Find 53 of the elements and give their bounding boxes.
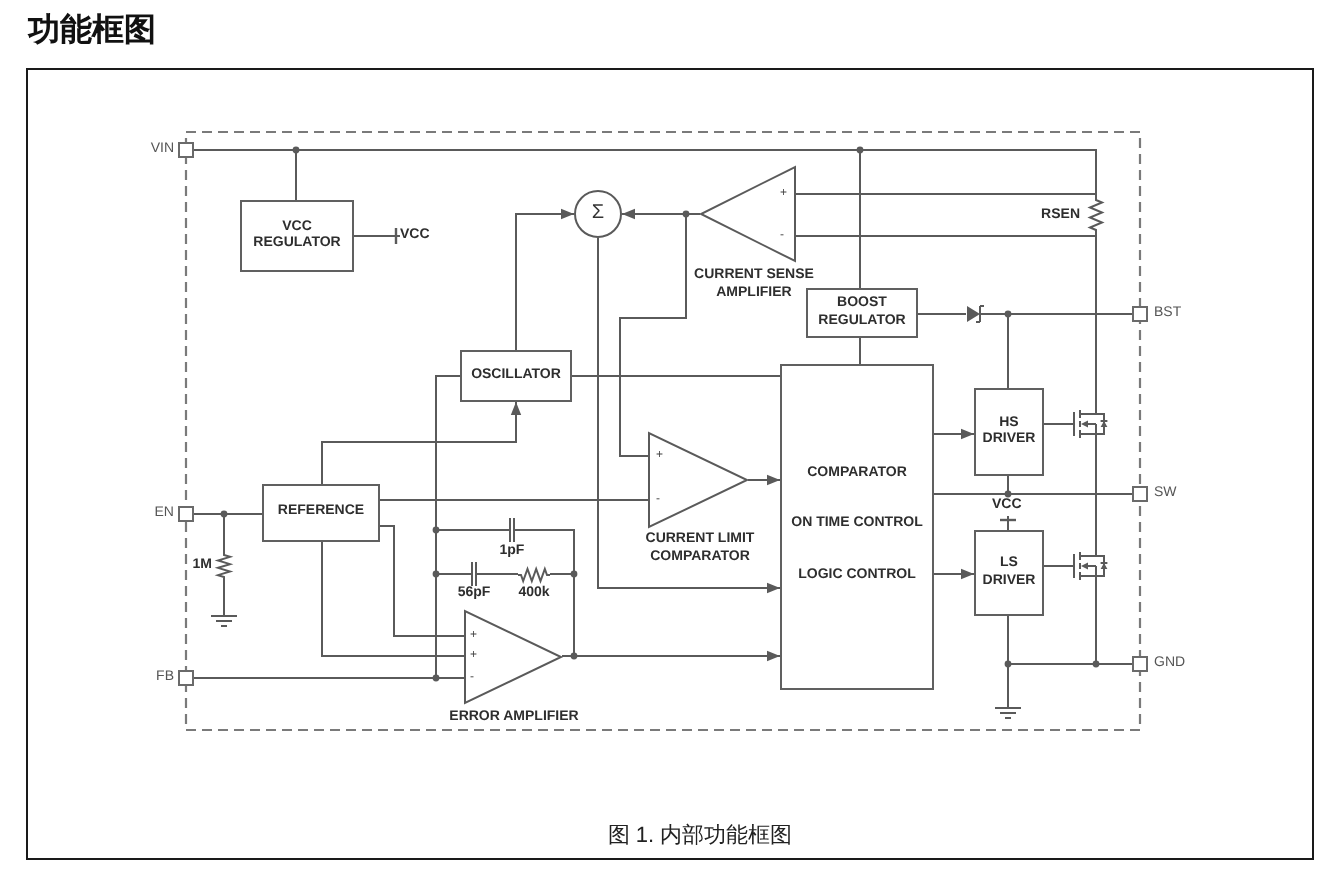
regulator-block [240, 200, 354, 272]
resistor-symbol [518, 568, 550, 582]
wire [379, 525, 465, 637]
wire [917, 313, 967, 315]
wire [795, 235, 1097, 237]
wire [1095, 587, 1133, 665]
resistor-symbol [216, 552, 232, 580]
arrow [561, 650, 781, 662]
wire [193, 513, 225, 553]
summing-junction [574, 190, 622, 238]
transistor-symbol [1068, 402, 1112, 446]
figure-caption: 图 1. 内部功能框图 [607, 824, 793, 850]
wire [1007, 615, 1009, 705]
resistor-symbol [1088, 194, 1104, 236]
arrow [515, 208, 575, 351]
wire [571, 375, 781, 377]
sum-sign: Σ [591, 204, 605, 224]
wire [193, 677, 465, 679]
arrow [933, 428, 975, 440]
ground-symbol [210, 612, 238, 628]
arrow [321, 401, 522, 485]
capacitor-symbol [506, 518, 518, 542]
wire [985, 313, 1009, 389]
wire [1095, 445, 1097, 545]
ground-symbol [994, 704, 1022, 720]
wire [1007, 475, 1133, 495]
control-logic-block [780, 364, 934, 690]
wire [321, 541, 465, 657]
diode-symbol [966, 304, 986, 324]
wire [479, 573, 519, 575]
wire [795, 193, 1097, 195]
wire [353, 226, 401, 246]
diagram-title: 功能框图 [28, 12, 156, 52]
wire [859, 337, 861, 365]
arrow [933, 568, 975, 580]
wire [859, 149, 1097, 195]
regulator-block [806, 288, 918, 338]
arrow [597, 237, 781, 594]
wire [379, 499, 649, 501]
driver-block [974, 388, 1044, 476]
wire [1095, 235, 1097, 403]
arrow [747, 474, 781, 486]
driver-block [974, 530, 1044, 616]
wire [998, 515, 1018, 531]
wire [1043, 565, 1069, 567]
transistor-symbol [1068, 544, 1112, 588]
oscillator-block [460, 350, 572, 402]
wire [223, 579, 225, 613]
capacitor-symbol [468, 562, 480, 586]
reference-block [262, 484, 380, 542]
wire [549, 573, 575, 657]
wire [619, 213, 701, 457]
wire [1043, 423, 1069, 425]
